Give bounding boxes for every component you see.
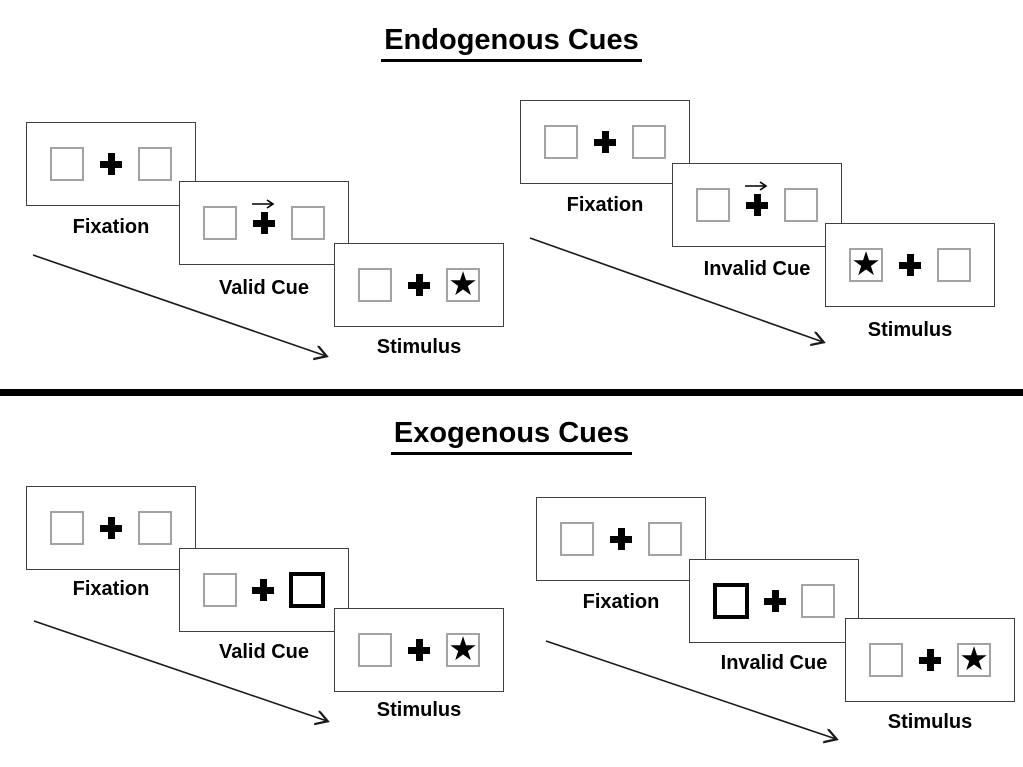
cue-card [672,163,842,247]
card-label: Valid Cue [218,641,310,663]
plus-icon [899,254,921,276]
card-label: Invalid Cue [703,258,811,280]
left-placeholder-box [544,125,578,159]
fixation-cross [100,153,122,175]
fixation-card [536,497,706,581]
section-title-endogenous: Endogenous Cues [0,24,1023,62]
right-placeholder-box [937,248,971,282]
left-placeholder-box [358,268,392,302]
right-placeholder-box [138,147,172,181]
section-title-text: Exogenous Cues [390,417,633,455]
fixation-cross [594,131,616,153]
star-icon: ★ [448,263,478,303]
left-placeholder-box [696,188,730,222]
right-placeholder-box [289,572,325,608]
section-divider [0,389,1023,396]
right-placeholder-box [648,522,682,556]
right-placeholder-box [784,188,818,222]
section-title-exogenous: Exogenous Cues [0,417,1023,455]
card-label: Stimulus [376,336,462,358]
plus-icon [253,212,275,234]
cue-arrow-icon [744,179,770,197]
star-icon: ★ [959,638,989,678]
plus-icon [764,590,786,612]
right-placeholder-box: ★ [446,628,480,668]
stimulus-card: ★ [334,243,504,327]
plus-icon [408,274,430,296]
fixation-cross [745,181,768,216]
plus-icon [746,194,768,216]
left-placeholder-box [203,573,237,607]
plus-icon [610,528,632,550]
plus-icon [100,153,122,175]
left-placeholder-box [50,147,84,181]
fixation-cross [610,528,632,550]
star-icon: ★ [448,628,478,668]
fixation-cross [764,590,786,612]
timeline-arrow-endogenous-valid [32,254,326,356]
card-label: Fixation [582,591,660,613]
right-placeholder-box [291,206,325,240]
plus-icon [252,579,274,601]
fixation-cross [252,579,274,601]
cue-card [179,548,349,632]
left-placeholder-box: ★ [849,243,883,283]
card-label: Stimulus [376,699,462,721]
left-placeholder-box [713,583,749,619]
plus-icon [919,649,941,671]
card-label: Invalid Cue [720,652,828,674]
right-placeholder-box: ★ [446,263,480,303]
fixation-cross [100,517,122,539]
star-icon: ★ [851,243,881,283]
fixation-cross [408,274,430,296]
fixation-card [26,122,196,206]
card-label: Fixation [566,194,644,216]
cue-card [179,181,349,265]
right-placeholder-box [138,511,172,545]
plus-icon [594,131,616,153]
stimulus-card: ★ [334,608,504,692]
left-placeholder-box [358,633,392,667]
plus-icon [100,517,122,539]
stimulus-card: ★ [825,223,995,307]
left-placeholder-box [869,643,903,677]
fixation-cross [408,639,430,661]
timeline-arrow-exogenous-valid [33,620,327,721]
cue-arrow-icon [251,197,277,215]
card-label: Valid Cue [218,277,310,299]
fixation-cross [252,199,275,234]
fixation-cross [919,649,941,671]
section-title-text: Endogenous Cues [381,24,642,62]
cue-card [689,559,859,643]
fixation-card [520,100,690,184]
left-placeholder-box [560,522,594,556]
stimulus-card: ★ [845,618,1015,702]
right-placeholder-box [801,584,835,618]
timeline-arrow-endogenous-invalid [529,237,823,342]
left-placeholder-box [50,511,84,545]
card-label: Stimulus [887,711,973,733]
card-label: Stimulus [867,319,953,341]
card-label: Fixation [72,578,150,600]
right-placeholder-box: ★ [957,638,991,678]
fixation-cross [899,254,921,276]
right-placeholder-box [632,125,666,159]
plus-icon [408,639,430,661]
left-placeholder-box [203,206,237,240]
card-label: Fixation [72,216,150,238]
fixation-card [26,486,196,570]
